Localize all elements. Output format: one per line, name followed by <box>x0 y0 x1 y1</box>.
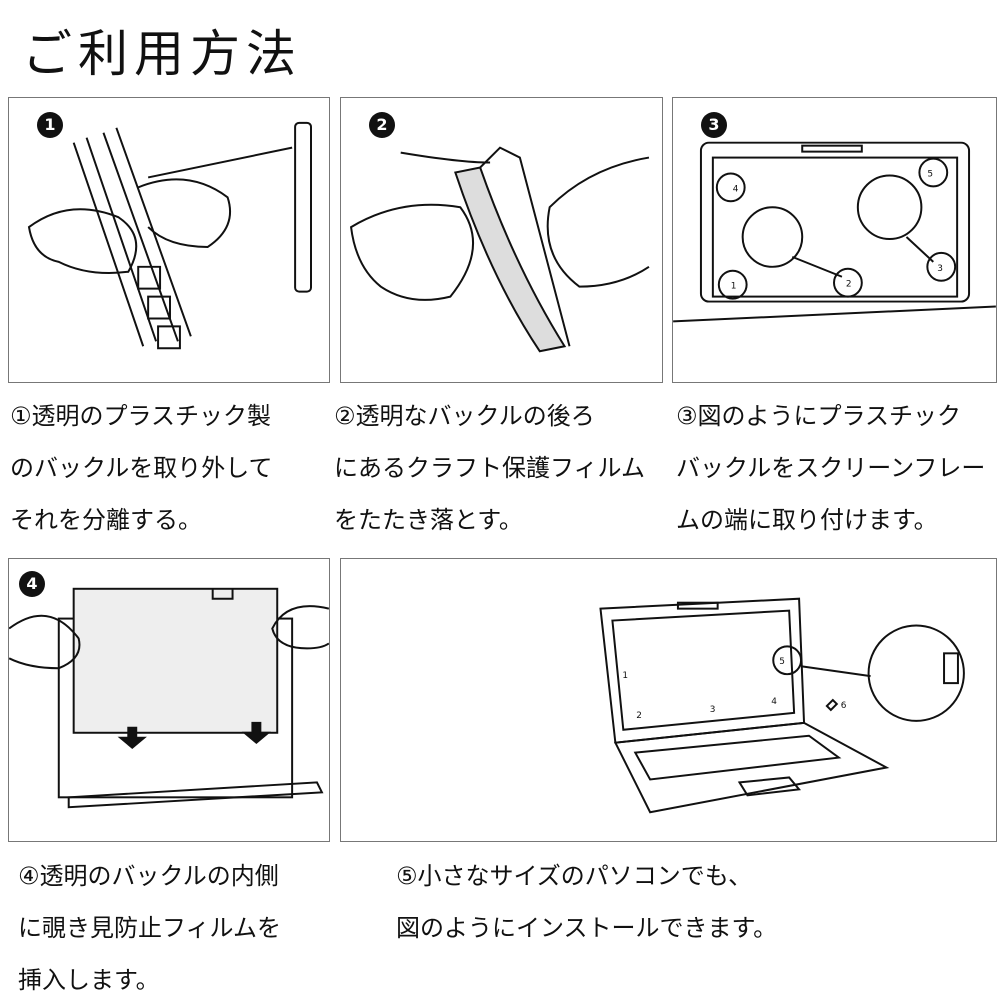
buckle-label: 5 <box>927 169 933 179</box>
caption-line: ②透明なバックルの後ろ <box>334 402 595 430</box>
buckle-label: 1 <box>731 282 737 292</box>
caption-line: をたたき落とす。 <box>334 506 523 534</box>
buckle-label: 3 <box>710 705 716 715</box>
screen-frame-buckles-drawing: 4 5 1 2 3 <box>673 141 996 323</box>
buckle-label: 3 <box>937 264 943 274</box>
insert-filter-drawing <box>9 587 329 809</box>
caption-line: ③図のようにプラスチック <box>676 402 962 430</box>
caption-line: それを分離する。 <box>10 506 202 534</box>
step-2-caption: ②透明なバックルの後ろ にあるクラフト保護フィルム をたたき落とす。 <box>334 390 645 546</box>
step-number-badge: 1 <box>37 112 63 138</box>
step-3-illustration: 4 5 1 2 3 3 <box>672 97 997 383</box>
step-5-illustration: 1 2 3 4 5 6 <box>340 558 997 842</box>
caption-line: バックルをスクリーンフレー <box>676 454 986 482</box>
step-1-illustration: 1 <box>8 97 330 383</box>
caption-line: ムの端に取り付けます。 <box>676 506 938 534</box>
small-laptop-install-drawing: 1 2 3 4 5 6 <box>599 597 965 814</box>
buckle-label: 2 <box>846 280 852 290</box>
step-5-caption: ⑤小さなサイズのパソコンでも、 図のようにインストールできます。 <box>396 850 777 954</box>
caption-line: ④透明のバックルの内側 <box>18 862 279 890</box>
page-title: ご利用方法 <box>22 25 302 83</box>
buckle-separation-drawing <box>27 121 312 350</box>
buckle-label: 2 <box>636 711 642 721</box>
peel-film-drawing <box>349 146 650 353</box>
step-4-caption: ④透明のバックルの内側 に覗き見防止フィルムを 挿入します。 <box>18 850 281 1006</box>
step-number-badge: 2 <box>369 112 395 138</box>
step-number-badge: 3 <box>701 112 727 138</box>
buckle-label: 5 <box>779 657 785 667</box>
caption-line: 挿入します。 <box>18 966 160 994</box>
caption-line: にあるクラフト保護フィルム <box>334 454 646 482</box>
caption-line: ①透明のプラスチック製 <box>10 402 272 430</box>
step-1-caption: ①透明のプラスチック製 のバックルを取り外して それを分離する。 <box>10 390 273 546</box>
step-number-badge: 4 <box>19 571 45 597</box>
step-4-illustration: 4 <box>8 558 330 842</box>
caption-line: のバックルを取り外して <box>10 454 273 482</box>
caption-line: ⑤小さなサイズのパソコンでも、 <box>396 862 753 890</box>
caption-line: 図のようにインストールできます。 <box>396 914 778 942</box>
caption-line: に覗き見防止フィルムを <box>18 914 282 942</box>
step-3-caption: ③図のようにプラスチック バックルをスクリーンフレー ムの端に取り付けます。 <box>676 390 985 546</box>
buckle-label: 6 <box>841 701 847 711</box>
step-2-illustration: 2 <box>340 97 663 383</box>
buckle-label: 4 <box>771 697 777 707</box>
buckle-label: 4 <box>733 184 739 194</box>
buckle-label: 1 <box>622 671 628 681</box>
